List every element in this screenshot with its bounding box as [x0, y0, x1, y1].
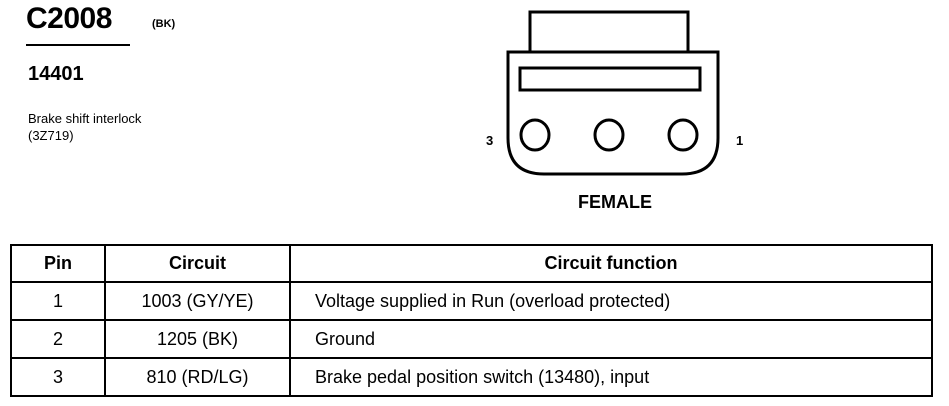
connector-face-diagram: 3 1 FEMALE — [486, 10, 743, 208]
function-cell: Voltage supplied in Run (overload protec… — [289, 281, 933, 321]
pin-cell: 2 — [10, 319, 106, 359]
pin-label-right: 1 — [736, 133, 743, 148]
description-line-2: (3Z719) — [28, 128, 74, 143]
table-row: 2 1205 (BK) Ground — [10, 319, 933, 359]
connector-key-slot — [518, 66, 702, 92]
pin-cavity-2 — [593, 118, 625, 152]
pin-cavity-1 — [667, 118, 699, 152]
connector-color-code: (BK) — [152, 18, 176, 30]
pin-table: Pin Circuit Circuit function 1 1003 (GY/… — [10, 244, 933, 397]
circuit-cell: 810 (RD/LG) — [104, 357, 291, 397]
connector-description: Brake shift interlock (3Z719) — [28, 110, 141, 144]
function-cell: Ground — [289, 319, 933, 359]
description-line-1: Brake shift interlock — [28, 111, 142, 126]
connector-id-underline — [26, 44, 130, 46]
part-number: 14401 — [28, 63, 84, 85]
connector-latch-tab — [528, 10, 690, 52]
header-circuit-function: Circuit function — [289, 244, 933, 283]
table-row: 1 1003 (GY/YE) Voltage supplied in Run (… — [10, 281, 933, 321]
connector-id: C2008 — [26, 2, 112, 35]
pin-cell: 3 — [10, 357, 106, 397]
circuit-cell: 1003 (GY/YE) — [104, 281, 291, 321]
pin-cell: 1 — [10, 281, 106, 321]
function-cell: Brake pedal position switch (13480), inp… — [289, 357, 933, 397]
table-row: 3 810 (RD/LG) Brake pedal position switc… — [10, 357, 933, 397]
connector-gender-label: FEMALE — [578, 192, 652, 208]
pin-cavity-3 — [519, 118, 551, 152]
circuit-cell: 1205 (BK) — [104, 319, 291, 359]
header-circuit: Circuit — [104, 244, 291, 283]
header-pin: Pin — [10, 244, 106, 283]
connector-body-outline — [506, 50, 720, 176]
pin-label-left: 3 — [486, 133, 493, 148]
table-header-row: Pin Circuit Circuit function — [10, 244, 933, 283]
